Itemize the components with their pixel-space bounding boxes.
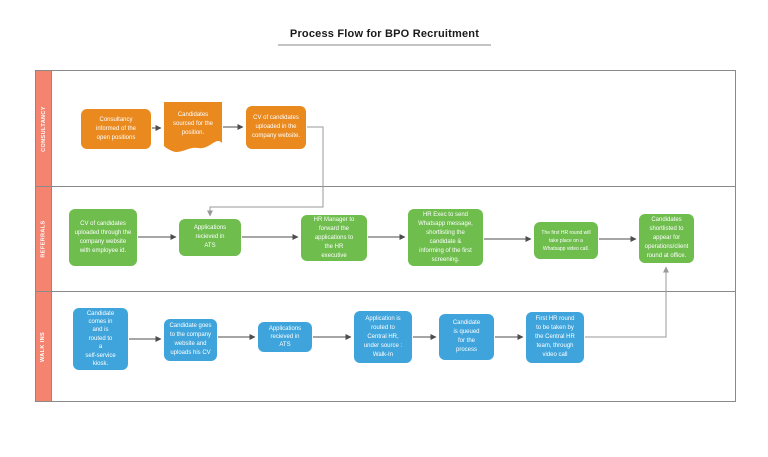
lane-walk-ins: WALK INS [36, 292, 735, 401]
lane-label-referrals: REFERRALS [36, 187, 52, 291]
swimlane-diagram: CONSULTANCY REFERRALS WALK INS [35, 70, 736, 402]
flow-step-application-routed-central-hr: Application is routed to Central HR, und… [354, 311, 412, 363]
lane-label-walk-ins: WALK INS [36, 292, 52, 401]
flow-step-candidates-shortlisted-office: Candidates shortlisted to appear for ope… [639, 214, 694, 263]
flow-step-consultancy-informed: Consultancy informed of the open positio… [81, 109, 151, 149]
flow-step-candidate-kiosk: Candidate comes in and is routed to a se… [73, 308, 128, 370]
lane-referrals: REFERRALS [36, 187, 735, 292]
flow-step-candidates-sourced: Candidates sourced for the position. [164, 102, 222, 152]
flow-step-hr-manager-forward: HR Manager to forward the applications t… [301, 215, 367, 261]
lane-label-consultancy: CONSULTANCY [36, 71, 52, 186]
flow-step-cv-uploaded-website: CV of candidates uploaded in the company… [246, 106, 306, 149]
flow-step-applications-received-ats: Applications recieved in ATS [179, 219, 241, 256]
flow-step-candidate-uploads-cv: Candidate goes to the company website an… [164, 319, 217, 361]
flow-step-first-hr-round-whatsapp: The first HR round will take place on a … [534, 222, 598, 259]
flow-step-hr-exec-whatsapp: HR Exec to send Whatsapp message, shortl… [408, 209, 483, 266]
flow-step-cv-uploaded-employee-id: CV of candidates uploaded through the co… [69, 209, 137, 266]
lane-consultancy: CONSULTANCY [36, 71, 735, 187]
flow-step-first-hr-round-video: First HR round to be taken by the Centra… [526, 312, 584, 363]
diagram-title: Process Flow for BPO Recruitment [277, 28, 492, 46]
title-container: Process Flow for BPO Recruitment [35, 24, 734, 46]
document-shape-icon [164, 102, 222, 152]
lane-label-text: CONSULTANCY [40, 105, 47, 152]
lane-label-text: WALK INS [40, 331, 47, 362]
flow-step-candidate-queued: Candidate is queued for the process [439, 314, 494, 360]
lane-label-text: REFERRALS [40, 220, 47, 258]
flow-step-applications-received-ats-walkin: Applications recieved in ATS [258, 322, 312, 352]
